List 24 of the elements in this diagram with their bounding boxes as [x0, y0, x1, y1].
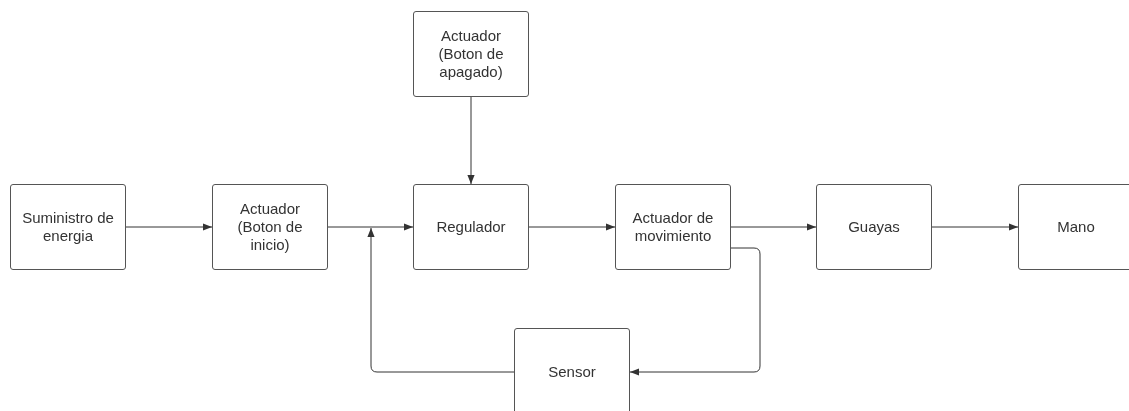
box-label: Suministro de energia	[21, 209, 115, 245]
process-box	[816, 184, 932, 270]
box-label: Actuador de movimiento	[631, 209, 715, 245]
process-box	[615, 184, 731, 270]
arrow	[730, 223, 817, 231]
process-box	[514, 328, 630, 411]
arrow	[629, 247, 761, 376]
process-box	[10, 184, 126, 270]
box-label: Actuador (Boton de apagado)	[437, 27, 505, 81]
process-box	[212, 184, 328, 270]
arrow	[931, 223, 1019, 231]
arrow	[528, 223, 616, 231]
arrow	[125, 223, 213, 231]
box-label: Sensor	[547, 363, 597, 381]
arrow	[467, 96, 475, 185]
arrow	[327, 223, 414, 231]
box-label: Guayas	[847, 218, 901, 236]
box-label: Mano	[1056, 218, 1096, 236]
process-box	[413, 184, 529, 270]
arrow	[367, 227, 515, 373]
process-box	[1018, 184, 1129, 270]
box-label: Regulador	[435, 218, 507, 236]
process-box	[413, 11, 529, 97]
box-label: Actuador (Boton de inicio)	[236, 200, 304, 254]
